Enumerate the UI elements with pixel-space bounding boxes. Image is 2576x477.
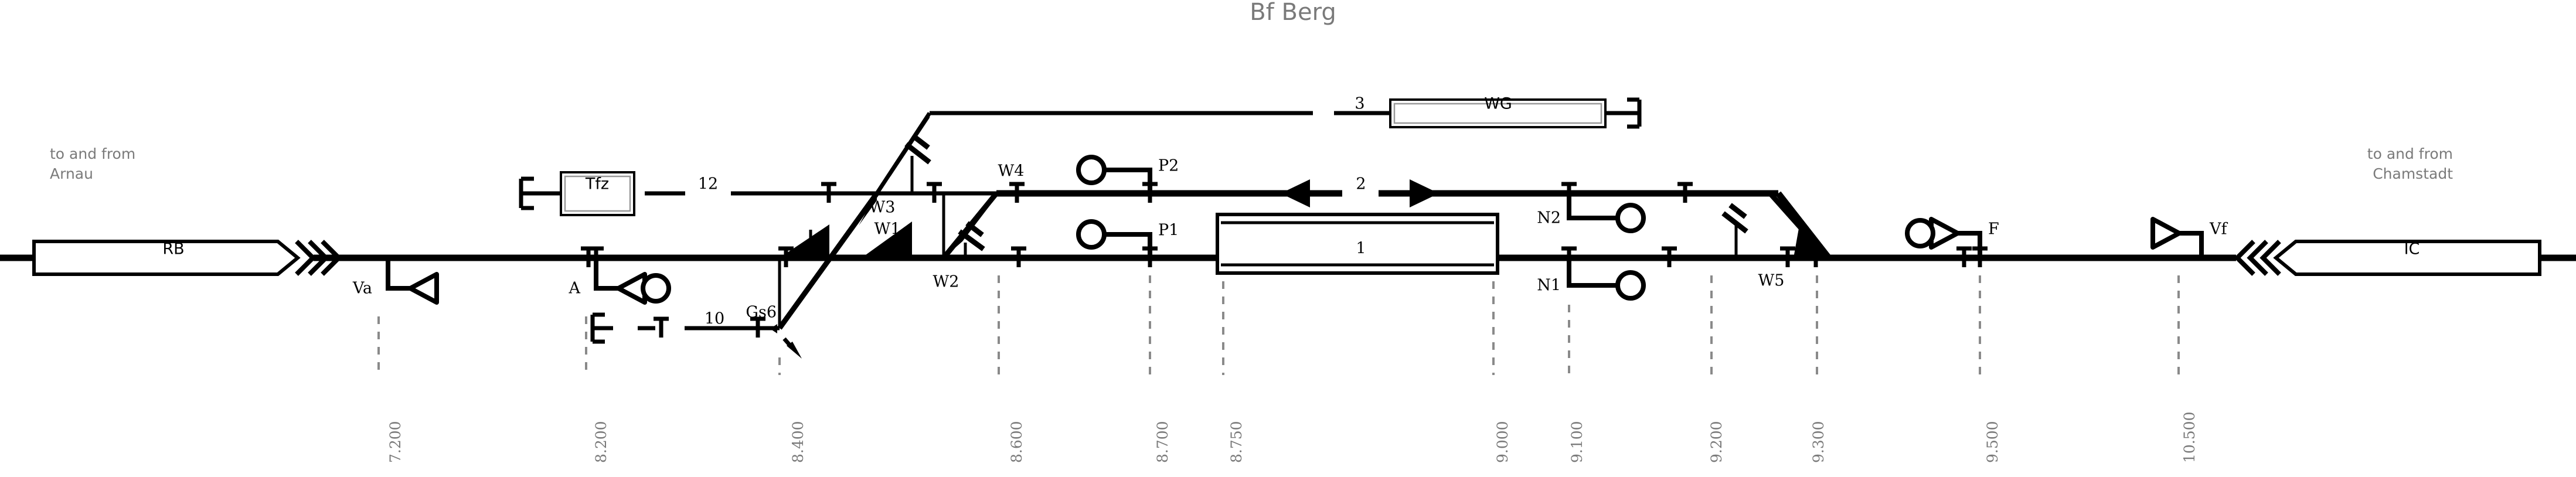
track-12-line [519,176,877,210]
signal-label-va: Va [352,279,372,298]
tfz-label: Tfz [585,175,610,193]
signal-p2[interactable] [1076,155,1158,203]
track-2-direction-arrows [1281,179,1439,207]
km-label: 8.400 [789,421,807,463]
signal-label-p2: P2 [1158,156,1179,175]
signal-n1[interactable] [1567,258,1646,301]
km-label: 9.500 [1983,421,2001,463]
signal-va[interactable] [386,258,439,305]
track-label-10: 10 [704,309,725,328]
signal-label-gs6: Gs6 [746,303,777,322]
left-train-label: RB [162,240,185,258]
switch-label-w3: W3 [869,198,896,217]
signal-a[interactable] [588,248,671,305]
page-title: Bf Berg [1250,0,1336,26]
km-label: 9.300 [1809,421,1827,463]
switch-label-w2: W2 [933,272,959,291]
km-label: 9.200 [1707,421,1725,463]
signal-label-a: A [569,279,581,298]
signal-vf[interactable] [2150,217,2204,258]
right-train-label: IC [2404,240,2420,258]
signal-f[interactable] [1905,217,1982,258]
left-line-note: to and from Arnau [50,145,136,182]
switch-label-w4: W4 [998,162,1025,180]
right-train-box [2234,240,2541,276]
switch-label-w5: W5 [1758,271,1785,290]
track-label-1: 1 [1356,239,1366,258]
track-10-line [590,312,780,344]
track-label-3: 3 [1355,94,1365,113]
w1-w2-geometry [777,192,912,330]
track-label-2: 2 [1356,175,1366,193]
km-label: 10.500 [2181,411,2199,463]
signal-p1[interactable] [1076,219,1152,258]
km-label: 9.000 [1494,421,1512,463]
signal-label-f: F [1988,220,1999,238]
km-label: 8.600 [1008,421,1025,463]
km-label: 7.200 [387,421,404,463]
wg-building-box [1356,97,1642,129]
wg-label: WG [1484,94,1512,113]
tfz-building-box [560,171,635,216]
platform-shape [1216,213,1499,275]
w4-crossing-tick [958,221,985,251]
signal-label-n2: N2 [1537,209,1561,227]
switch-label-w1: W1 [874,220,901,238]
signal-label-p1: P1 [1158,221,1179,240]
km-label: 8.700 [1154,421,1172,463]
km-label: 8.200 [592,421,610,463]
km-label: 9.100 [1568,421,1585,463]
signal-n2[interactable] [1567,193,1646,233]
km-label: 8.750 [1228,421,1246,463]
km-dropline-group [377,275,2180,375]
track-3-line [875,111,1356,196]
signal-label-n1: N1 [1537,276,1561,295]
gs6-derailer-icon [770,324,802,359]
w3-crossing-tick [904,134,931,165]
right-line-note: to and from Chamstadt [2367,145,2453,182]
signal-label-vf: Vf [2210,220,2227,238]
track-10-sleeper [654,319,669,338]
left-train-box [32,240,342,276]
track-label-12: 12 [697,175,719,193]
